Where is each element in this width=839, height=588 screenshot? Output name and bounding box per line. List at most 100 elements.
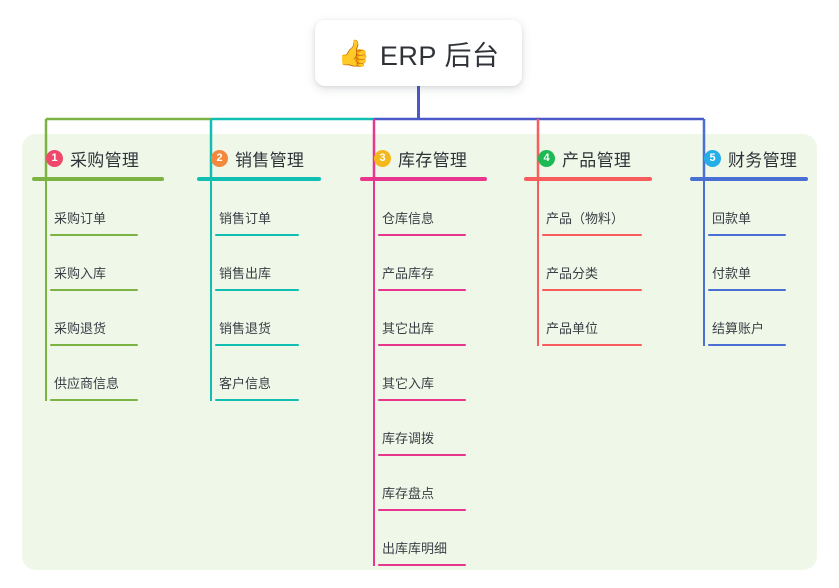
branch-item-rule [542, 289, 642, 291]
branch-item-label: 销售订单 [219, 211, 272, 226]
branch-item-rule [708, 289, 786, 291]
branch-item[interactable]: 其它入库 [360, 346, 487, 401]
branch-header-4[interactable]: 4 产品管理 [524, 145, 652, 171]
branch-item[interactable]: 结算账户 [690, 291, 808, 346]
branch-item-label: 销售出库 [219, 266, 272, 281]
branch-title: 采购管理 [70, 150, 140, 170]
branch-item[interactable]: 销售订单 [197, 181, 321, 236]
branch-number-badge: 5 [704, 149, 721, 167]
branch-column-1: 1 采购管理采购订单采购入库采购退货供应商信息 [32, 145, 164, 401]
branch-header-rule [360, 177, 487, 181]
branch-item[interactable]: 库存调拨 [360, 401, 487, 456]
branch-item-rule [50, 399, 138, 401]
root-node[interactable]: 👍 ERP 后台 [315, 20, 522, 86]
branch-column-4: 4 产品管理产品（物料） 产品分类产品单位 [524, 145, 652, 346]
branch-item-rule [50, 289, 138, 291]
branch-item-rule [378, 234, 466, 236]
branch-spine [373, 181, 375, 566]
branch-number-badge: 3 [374, 149, 391, 167]
branch-item[interactable]: 客户信息 [197, 346, 321, 401]
branch-spine [703, 181, 705, 346]
branch-title: 库存管理 [398, 150, 468, 170]
branch-item-rule [215, 289, 299, 291]
branch-spine [45, 181, 47, 401]
branch-item-label: 库存调拨 [382, 431, 435, 446]
branch-item-rule [215, 399, 299, 401]
branch-item-rule [378, 399, 466, 401]
branch-item[interactable]: 库存盘点 [360, 456, 487, 511]
branch-number-badge: 4 [538, 149, 555, 167]
branch-item[interactable]: 采购入库 [32, 236, 164, 291]
thumbs-up-icon: 👍 [337, 38, 370, 68]
branch-item-rule [708, 234, 786, 236]
branch-title: 销售管理 [235, 150, 305, 170]
branch-item-rule [708, 344, 786, 346]
branch-item-label: 采购入库 [54, 266, 107, 281]
branch-item-rule [50, 234, 138, 236]
branch-item[interactable]: 回款单 [690, 181, 808, 236]
branch-item[interactable]: 其它出库 [360, 291, 487, 346]
branch-item-rule [542, 234, 642, 236]
branch-children: 销售订单销售出库销售退货客户信息 [197, 181, 321, 401]
branch-item-label: 产品（物料） [546, 211, 625, 226]
branch-header-3[interactable]: 3 库存管理 [360, 145, 487, 171]
branch-item[interactable]: 出库库明细 [360, 511, 487, 566]
root-node-title: ERP 后台 [379, 40, 500, 71]
branch-item-rule [378, 564, 466, 566]
branch-item[interactable]: 采购订单 [32, 181, 164, 236]
branch-item-rule [378, 344, 466, 346]
branch-item-label: 产品分类 [546, 266, 599, 281]
branch-header-rule [197, 177, 321, 181]
branch-item-rule [542, 344, 642, 346]
branch-item-rule [378, 509, 466, 511]
branch-header-rule [690, 177, 808, 181]
branch-item-rule [378, 454, 466, 456]
branch-item[interactable]: 产品库存 [360, 236, 487, 291]
branch-item[interactable]: 供应商信息 [32, 346, 164, 401]
branch-title: 产品管理 [562, 150, 632, 170]
branch-item-label: 产品库存 [382, 266, 435, 281]
branch-item[interactable]: 销售退货 [197, 291, 321, 346]
branch-number-badge: 1 [46, 149, 63, 167]
branch-children: 采购订单采购入库采购退货供应商信息 [32, 181, 164, 401]
branch-item[interactable]: 产品分类 [524, 236, 652, 291]
branch-item-rule [378, 289, 466, 291]
branch-children: 仓库信息产品库存其它出库其它入库库存调拨库存盘点出库库明细 [360, 181, 487, 566]
branch-item-label: 产品单位 [546, 321, 599, 336]
branch-item-rule [50, 344, 138, 346]
branch-item-label: 库存盘点 [382, 486, 435, 501]
branch-spine [537, 181, 539, 346]
branch-item[interactable]: 产品单位 [524, 291, 652, 346]
branch-spine [210, 181, 212, 401]
branch-column-3: 3 库存管理仓库信息产品库存其它出库其它入库库存调拨库存盘点出库库明细 [360, 145, 487, 566]
branch-item-rule [215, 344, 299, 346]
branch-item-rule [215, 234, 299, 236]
branch-item-label: 结算账户 [712, 321, 765, 336]
branch-item[interactable]: 仓库信息 [360, 181, 487, 236]
branch-item-label: 采购退货 [54, 321, 107, 336]
branch-item-label: 出库库明细 [382, 541, 448, 556]
branch-item-label: 供应商信息 [54, 376, 120, 391]
branch-item[interactable]: 销售出库 [197, 236, 321, 291]
branch-item[interactable]: 采购退货 [32, 291, 164, 346]
branch-item[interactable]: 产品（物料） [524, 181, 652, 236]
branch-header-rule [524, 177, 652, 181]
branch-item-label: 客户信息 [219, 376, 272, 391]
branch-header-1[interactable]: 1 采购管理 [32, 145, 164, 171]
branch-item[interactable]: 付款单 [690, 236, 808, 291]
branch-item-label: 销售退货 [219, 321, 272, 336]
branch-header-rule [32, 177, 164, 181]
branch-item-label: 仓库信息 [382, 211, 435, 226]
branch-item-label: 其它入库 [382, 376, 435, 391]
branch-item-label: 付款单 [712, 266, 752, 281]
branch-children: 回款单付款单结算账户 [690, 181, 808, 346]
diagram-background-panel [22, 134, 817, 570]
branch-item-label: 回款单 [712, 211, 752, 226]
branch-item-label: 其它出库 [382, 321, 435, 336]
branch-children: 产品（物料） 产品分类产品单位 [524, 181, 652, 346]
